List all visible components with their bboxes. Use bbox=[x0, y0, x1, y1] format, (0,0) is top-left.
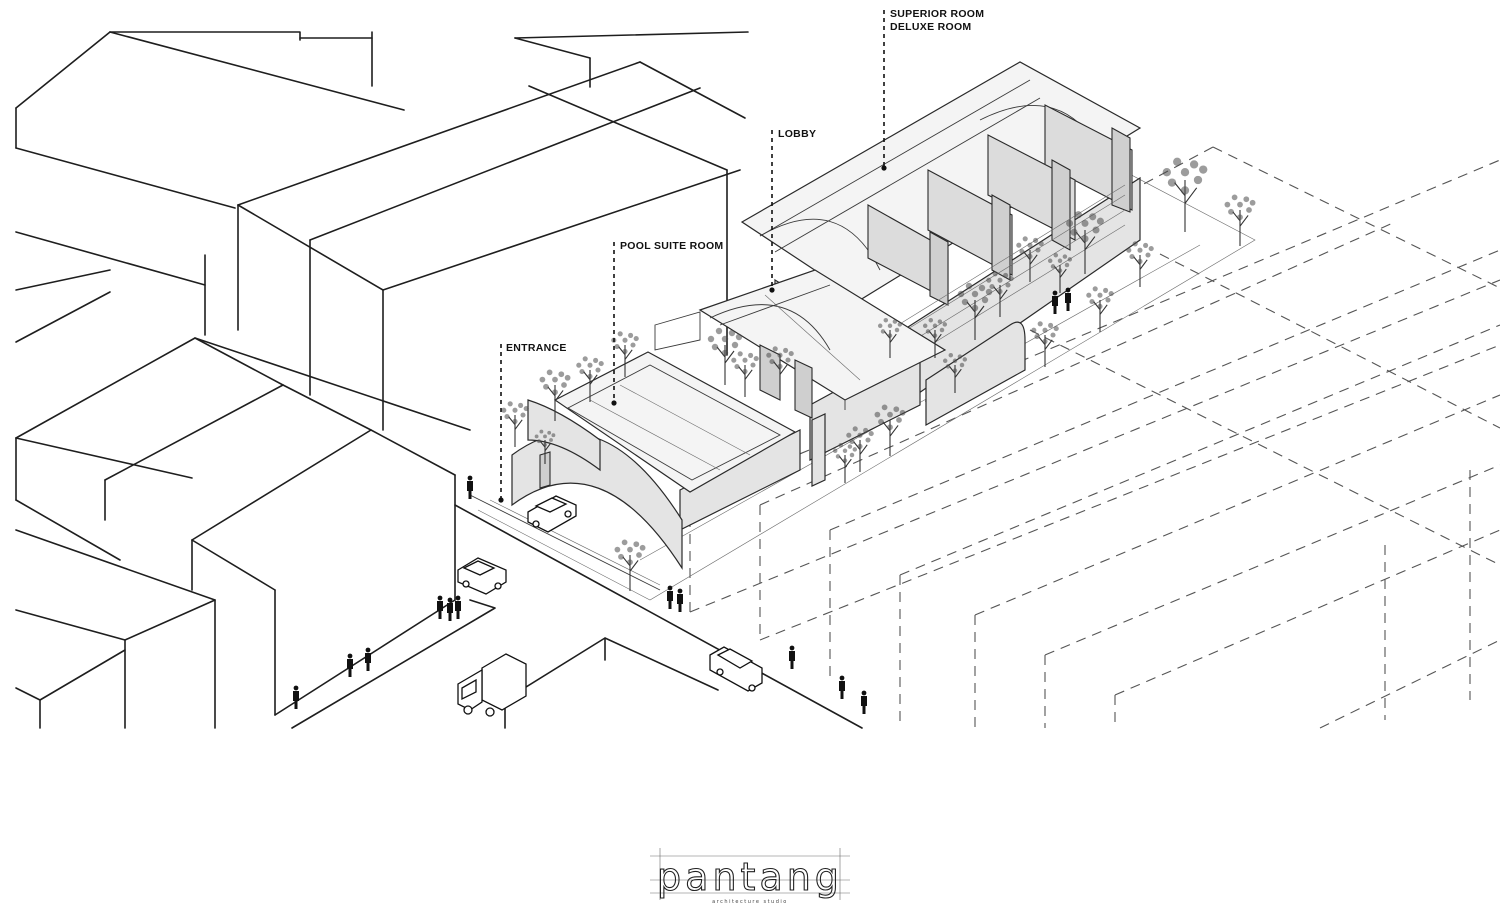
tree bbox=[614, 539, 646, 591]
person bbox=[447, 597, 453, 621]
person bbox=[789, 645, 795, 669]
tree bbox=[534, 429, 556, 464]
tree bbox=[1162, 157, 1208, 232]
car-entrance bbox=[527, 495, 577, 533]
person bbox=[365, 647, 371, 671]
people bbox=[293, 287, 1071, 714]
context-buildings-left bbox=[15, 31, 749, 729]
tree bbox=[576, 356, 604, 402]
label-pool-suite-room: POOL SUITE ROOM bbox=[620, 240, 723, 252]
vehicles bbox=[457, 495, 763, 717]
tree bbox=[1066, 211, 1104, 274]
annotations: SUPERIOR ROOM DELUXE ROOM LOBBY POOL SUI… bbox=[498, 8, 984, 503]
delivery-truck bbox=[457, 653, 527, 717]
label-lobby-group: LOBBY bbox=[769, 128, 816, 293]
logo-tagline: architecture studio bbox=[712, 899, 788, 905]
label-superior-room: SUPERIOR ROOM bbox=[890, 8, 984, 20]
tree bbox=[986, 271, 1014, 317]
person bbox=[1065, 287, 1071, 311]
person bbox=[455, 595, 461, 619]
logo-grid bbox=[650, 848, 850, 900]
streets bbox=[291, 494, 863, 729]
person bbox=[677, 588, 683, 612]
tree bbox=[707, 327, 743, 385]
label-deluxe-room: DELUXE ROOM bbox=[890, 21, 971, 33]
tree bbox=[539, 369, 571, 421]
tree bbox=[611, 331, 639, 377]
tree bbox=[832, 442, 858, 483]
person bbox=[861, 690, 867, 714]
trees bbox=[501, 157, 1256, 591]
label-lobby: LOBBY bbox=[778, 128, 816, 140]
tree bbox=[501, 401, 529, 447]
person bbox=[437, 595, 443, 619]
label-pool-suite-group: POOL SUITE ROOM bbox=[611, 240, 723, 406]
tree bbox=[957, 282, 993, 340]
tree bbox=[877, 317, 903, 358]
context-buildings-dashed bbox=[689, 146, 1500, 729]
tree bbox=[1126, 241, 1154, 287]
tree bbox=[874, 404, 906, 456]
person bbox=[839, 675, 845, 699]
hotel-building bbox=[511, 61, 1142, 571]
tree bbox=[766, 346, 794, 392]
tree bbox=[942, 352, 968, 393]
tree bbox=[1086, 286, 1114, 332]
label-entrance-group: ENTRANCE bbox=[498, 342, 566, 503]
entrance-walls bbox=[511, 321, 1026, 571]
label-superior-deluxe: SUPERIOR ROOM DELUXE ROOM bbox=[881, 8, 984, 171]
label-entrance: ENTRANCE bbox=[506, 342, 567, 354]
person bbox=[467, 475, 473, 499]
lobby-block bbox=[698, 269, 947, 461]
tree bbox=[1016, 236, 1044, 282]
logo-wordmark: pantang bbox=[657, 855, 843, 899]
person bbox=[1052, 290, 1058, 314]
person bbox=[667, 585, 673, 609]
pantang-logo: pantang architecture studio bbox=[650, 848, 850, 905]
car-left-street bbox=[457, 557, 507, 595]
person bbox=[293, 685, 299, 709]
car-right-street bbox=[709, 646, 763, 692]
tree bbox=[1047, 252, 1073, 293]
tree bbox=[731, 351, 759, 397]
tree bbox=[846, 426, 874, 472]
tree bbox=[922, 317, 948, 358]
tree bbox=[1224, 194, 1256, 246]
tree bbox=[1031, 321, 1059, 367]
person bbox=[347, 653, 353, 677]
